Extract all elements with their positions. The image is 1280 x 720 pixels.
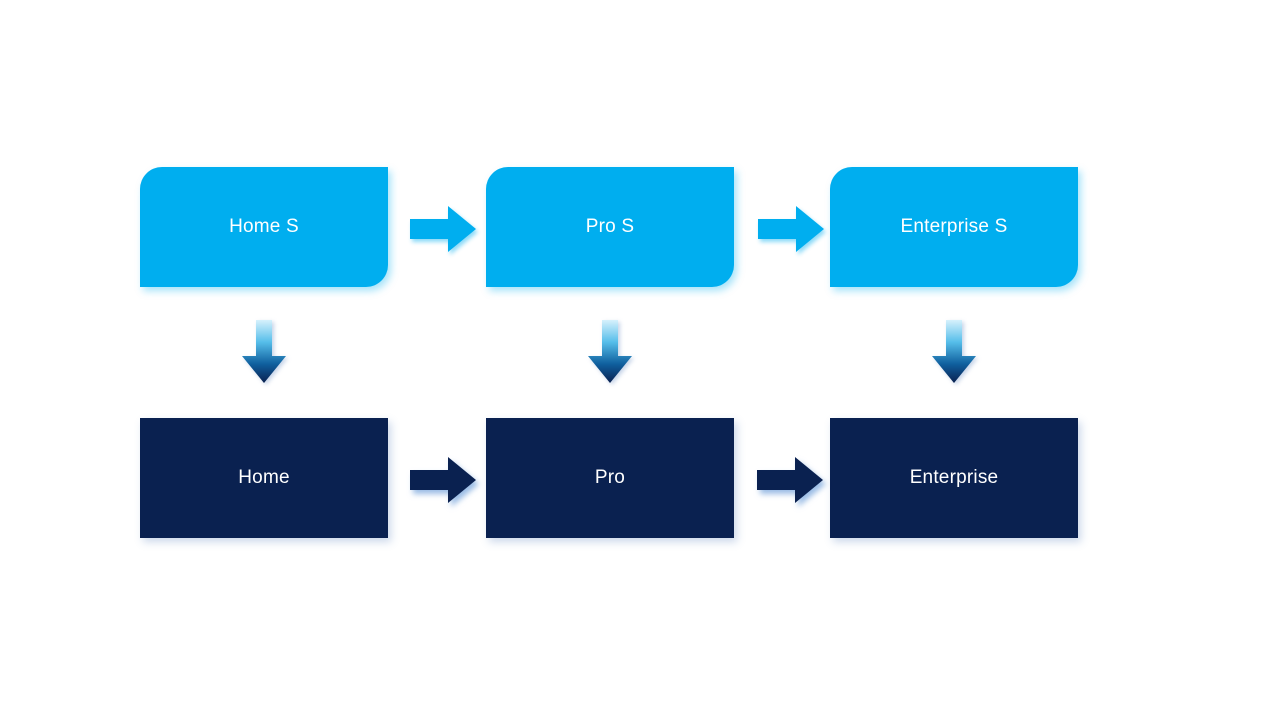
box-pro-s-label: Pro S [585, 216, 635, 237]
box-pro-s: Pro S [486, 167, 734, 287]
box-pro: Pro [486, 418, 734, 538]
box-home-s: Home S [140, 167, 388, 287]
box-pro-label: Pro [594, 467, 626, 488]
down-arrow-icon [588, 320, 632, 383]
box-home-s-label: Home S [229, 216, 299, 237]
down-arrow-icon [932, 320, 976, 383]
box-home-label: Home [238, 467, 290, 488]
down-arrow-icon [242, 320, 286, 383]
box-enterprise-s: Enterprise S [830, 167, 1078, 287]
box-enterprise: Enterprise [830, 418, 1078, 538]
right-arrow-icon [757, 457, 823, 503]
box-enterprise-s-label: Enterprise S [900, 216, 1008, 237]
box-home: Home [140, 418, 388, 538]
right-arrow-icon [410, 457, 476, 503]
right-arrow-icon [410, 206, 476, 252]
box-enterprise-label: Enterprise [909, 467, 999, 488]
right-arrow-icon [758, 206, 824, 252]
